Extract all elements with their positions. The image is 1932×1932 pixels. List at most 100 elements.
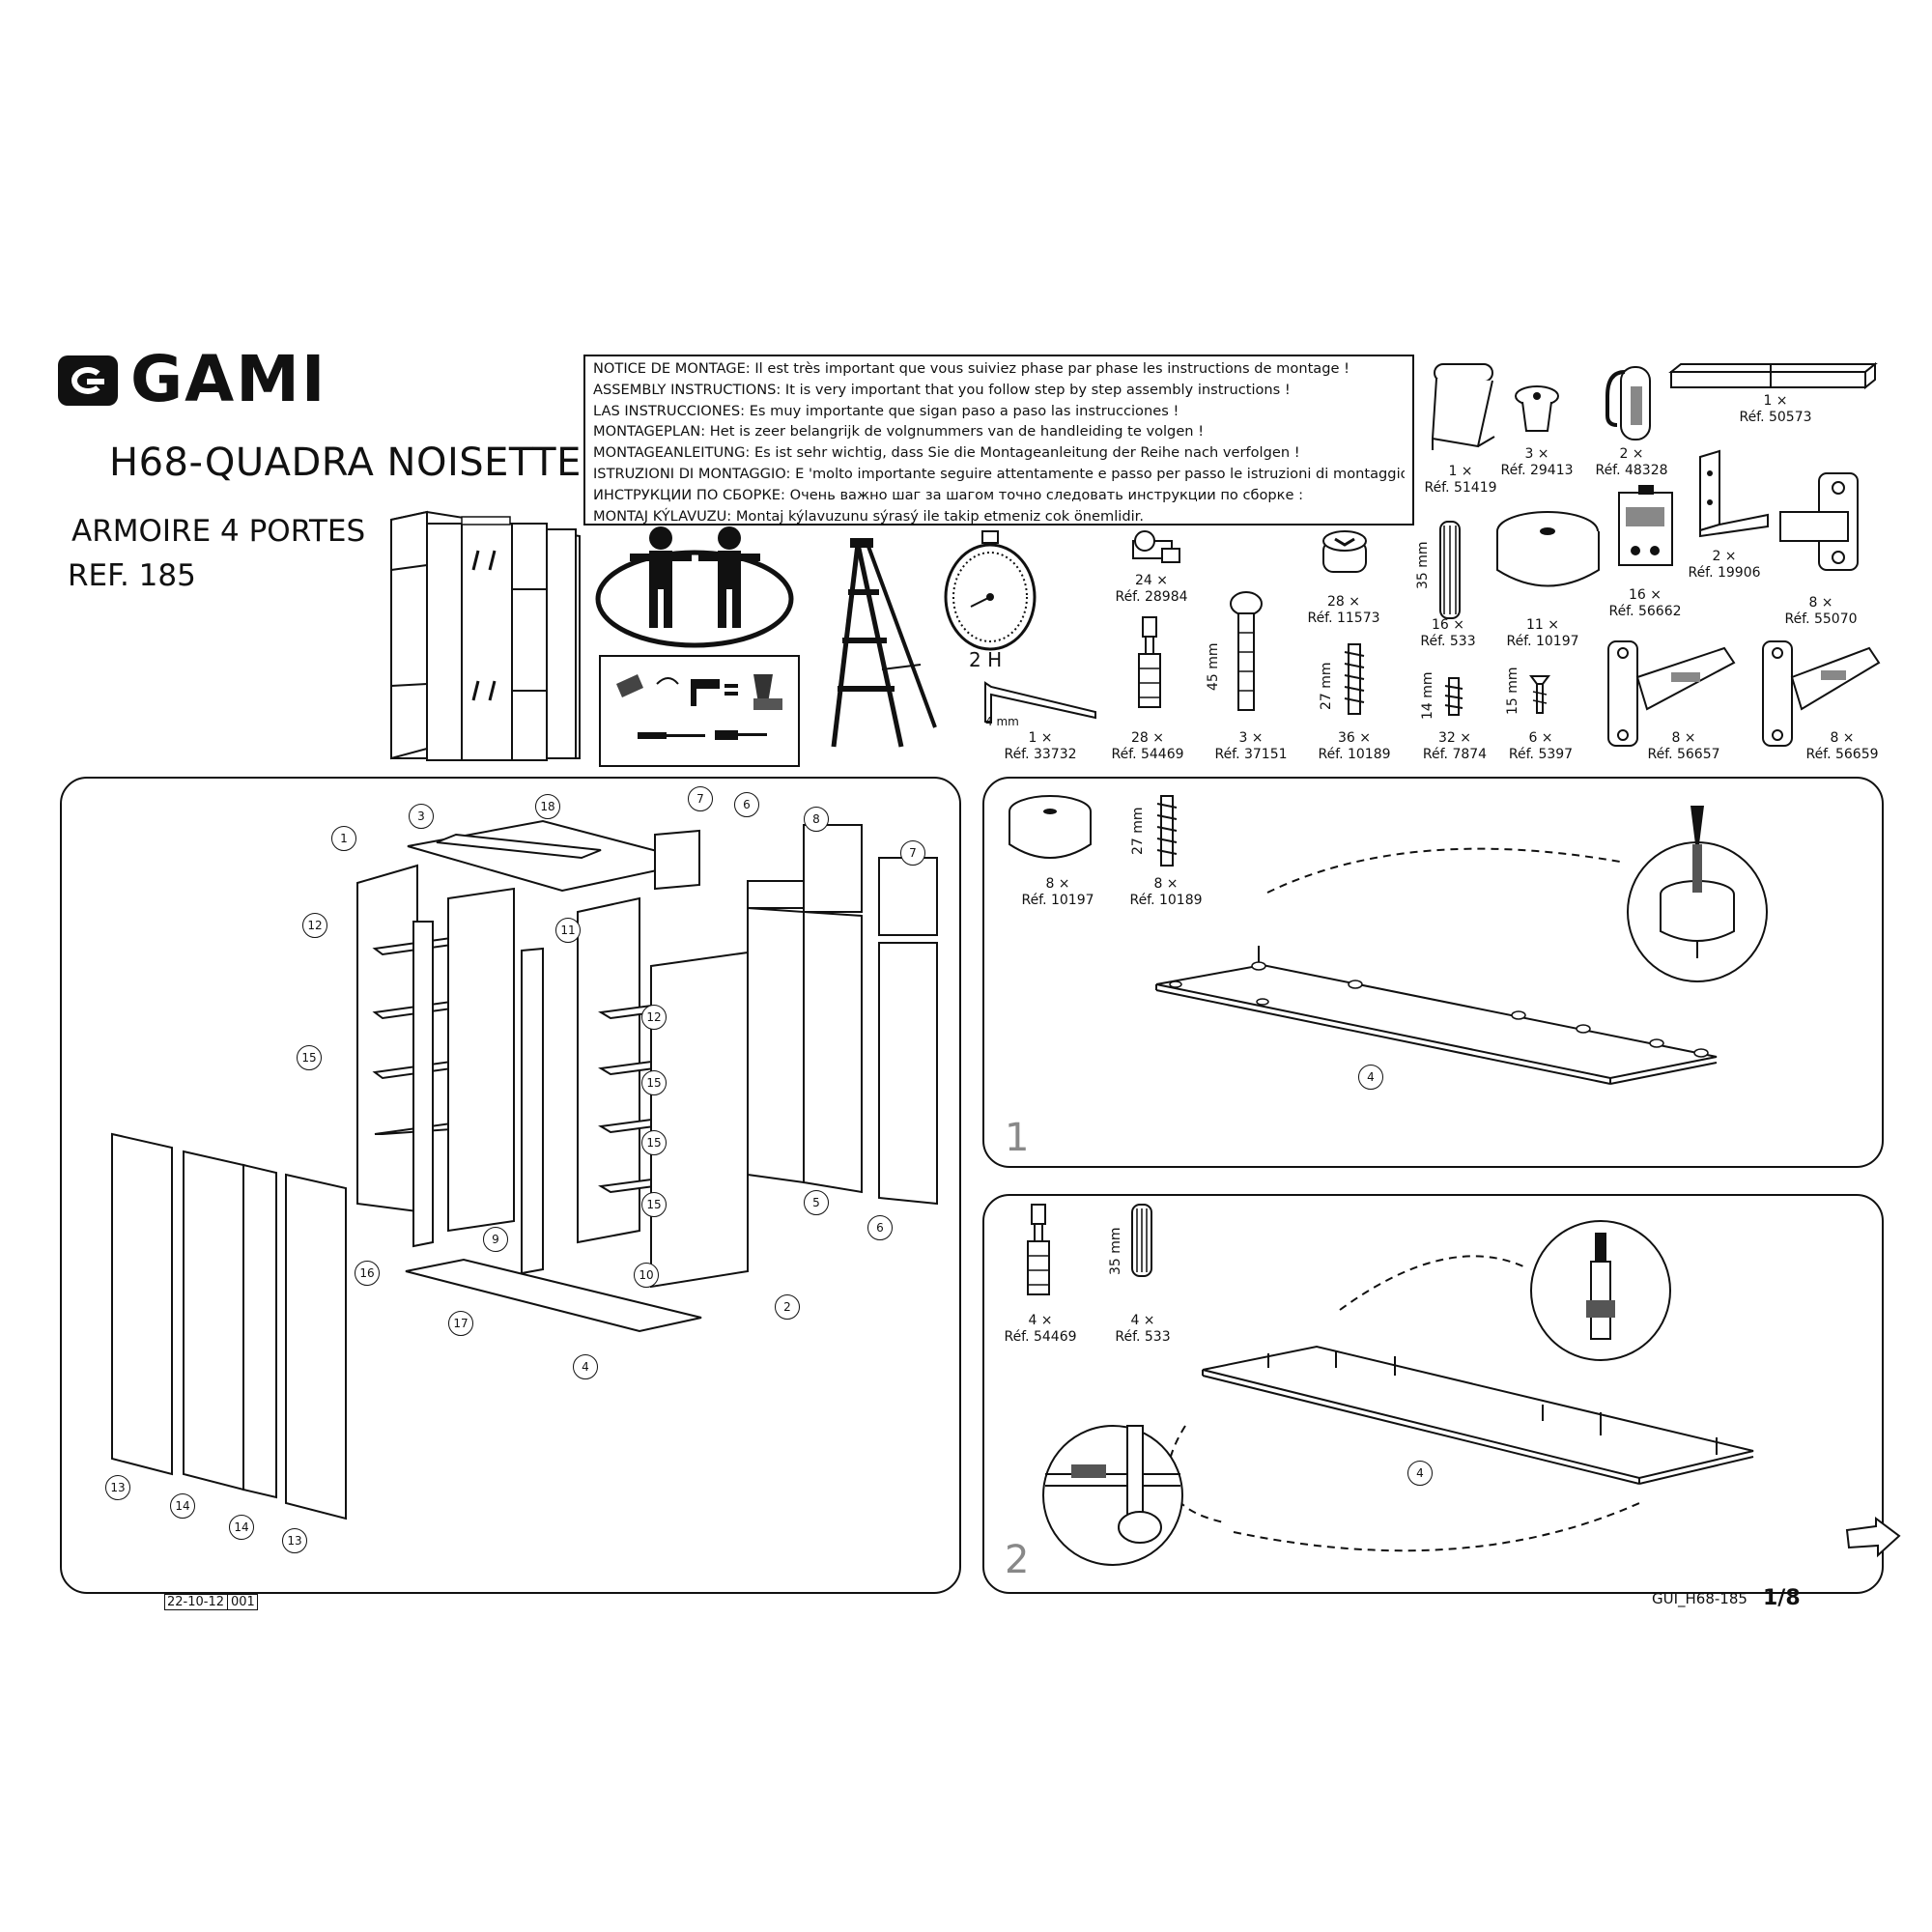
- dowel-533-icon: [1439, 521, 1461, 619]
- step-2-panel: [982, 1194, 1884, 1594]
- allen-key-icon: [984, 681, 1096, 723]
- footer-page-number: 1/8: [1763, 1586, 1801, 1610]
- hw-33732: 1 ×Réf. 33732: [1004, 730, 1077, 762]
- callout-12a: 12: [302, 913, 327, 938]
- hinge-base-56662-icon: [1618, 485, 1673, 566]
- rail-50573-icon: [1668, 361, 1878, 390]
- hw-5397-size: 15 mm: [1505, 667, 1520, 715]
- callout-4: 4: [573, 1354, 598, 1379]
- assembly-time: 2 H: [969, 648, 1003, 671]
- wardrobe-thumbnail-illustration: [390, 510, 581, 761]
- hw-48328: 2 ×Réf. 48328: [1595, 446, 1668, 478]
- hw-37151-size: 45 mm: [1206, 642, 1221, 691]
- callout-11: 11: [555, 918, 581, 943]
- assembly-notice: NOTICE DE MONTAGE: Il est très important…: [583, 355, 1414, 526]
- screw-37151-icon: [1230, 591, 1263, 711]
- hw-533-size: 35 mm: [1415, 541, 1431, 589]
- hw-29413: 3 ×Réf. 29413: [1500, 446, 1574, 478]
- hook-48328-icon: [1605, 366, 1651, 440]
- callout-12b: 12: [641, 1005, 667, 1030]
- callout-15b: 15: [641, 1070, 667, 1095]
- callout-3: 3: [409, 804, 434, 829]
- notice-line-de: MONTAGEANLEITUNG: Es ist sehr wichtig, d…: [593, 444, 1300, 462]
- hw-19906: 2 ×Réf. 19906: [1688, 549, 1761, 581]
- callout-7a: 7: [688, 786, 713, 811]
- foot-10197-icon: [1009, 795, 1092, 859]
- bolt-54469-icon: [1138, 616, 1161, 708]
- notice-line-ru: ИНСТРУКЦИИ ПО СБОРКЕ: Очень важно шаг за…: [593, 486, 1304, 503]
- hw-56662: 16 ×Réf. 56662: [1608, 587, 1682, 619]
- callout-7b: 7: [900, 840, 925, 866]
- tools-required-icon: [599, 655, 800, 767]
- cap-29413-icon: [1515, 385, 1559, 432]
- callout-17: 17: [448, 1311, 473, 1336]
- callout-15c: 15: [641, 1130, 667, 1155]
- step-1-number: 1: [1005, 1116, 1030, 1160]
- callout-16: 16: [355, 1261, 380, 1286]
- hw-7874-size: 14 mm: [1420, 671, 1435, 720]
- bottom-panel-step1: [1155, 806, 1768, 1085]
- callout-15a: 15: [297, 1045, 322, 1070]
- hw-50573: 1 ×Réf. 50573: [1739, 393, 1812, 425]
- callout-9: 9: [483, 1227, 508, 1252]
- notice-line-tr: MONTAJ KÝLAVUZU: Montaj kýlavuzunu sýras…: [593, 507, 1144, 525]
- exploded-view-panel: [60, 777, 961, 1594]
- stopwatch-icon: [944, 530, 1037, 651]
- bolt-54469-icon: [1027, 1204, 1050, 1295]
- dowel-533-icon: [1131, 1204, 1152, 1277]
- hw-10189: 36 ×Réf. 10189: [1318, 730, 1391, 762]
- callout-15d: 15: [641, 1192, 667, 1217]
- callout-8: 8: [804, 807, 829, 832]
- callout-1: 1: [331, 826, 356, 851]
- wardrobe-exploded-drawing: [111, 819, 938, 1520]
- callout-14a: 14: [170, 1493, 195, 1519]
- notice-line-it: ISTRUZIONI DI MONTAGGIO: E 'molto import…: [593, 465, 1405, 482]
- notice-line-es: LAS INSTRUCCIONES: Es muy importante que…: [593, 402, 1179, 419]
- step-2-number: 2: [1005, 1538, 1030, 1582]
- gami-logo-icon: [58, 355, 118, 406]
- step2-part-533: 4 ×Réf. 533: [1115, 1313, 1171, 1345]
- screw-10189-icon: [1156, 795, 1178, 867]
- notice-line-fr: NOTICE DE MONTAGE: Il est très important…: [593, 360, 1350, 377]
- angle-bracket-19906-icon: [1699, 449, 1769, 538]
- cam-lock-11573-icon: [1322, 530, 1367, 573]
- footer-doc-code: GUI_H68-185: [1652, 1590, 1747, 1607]
- hw-10189-size: 27 mm: [1319, 662, 1334, 710]
- foot-10197-icon: [1496, 511, 1600, 587]
- notice-line-en: ASSEMBLY INSTRUCTIONS: It is very import…: [593, 381, 1291, 398]
- screw-10189-icon: [1344, 643, 1365, 715]
- hw-533: 16 ×Réf. 533: [1420, 617, 1476, 649]
- hw-56657: 8 ×Réf. 56657: [1647, 730, 1720, 762]
- allen-key-size: 4 mm: [985, 715, 1019, 728]
- hw-55070: 8 ×Réf. 55070: [1784, 595, 1858, 627]
- callout-10: 10: [634, 1263, 659, 1288]
- callout-14b: 14: [229, 1515, 254, 1540]
- callout-6a: 6: [734, 792, 759, 817]
- step1-part-10189: 8 ×Réf. 10189: [1129, 876, 1203, 908]
- callout-5: 5: [804, 1190, 829, 1215]
- step-1-panel: [982, 777, 1884, 1168]
- ladder-icon: [831, 538, 937, 748]
- product-reference: REF. 185: [68, 558, 196, 593]
- brand-name: GAMI: [130, 342, 327, 416]
- product-name: ARMOIRE 4 PORTES: [71, 514, 366, 549]
- callout-13a: 13: [105, 1475, 130, 1500]
- model-title: H68-QUADRA NOISETTE: [109, 440, 582, 485]
- connector-28984-icon: [1132, 530, 1180, 563]
- hw-56659: 8 ×Réf. 56659: [1805, 730, 1879, 762]
- hw-5397: 6 ×Réf. 5397: [1508, 730, 1574, 762]
- callout-6b: 6: [867, 1215, 893, 1240]
- hinge-56657-icon: [1607, 640, 1736, 747]
- callout-18: 18: [535, 794, 560, 819]
- step2-panel-label: 4: [1407, 1461, 1433, 1486]
- bracket-51419-icon: [1431, 363, 1495, 450]
- callout-2: 2: [775, 1294, 800, 1320]
- hw-54469: 28 ×Réf. 54469: [1111, 730, 1184, 762]
- screw-5397-icon: [1529, 675, 1550, 714]
- screw-7874-icon: [1444, 677, 1463, 716]
- hw-7874: 32 ×Réf. 7874: [1422, 730, 1488, 762]
- step1-part-10197: 8 ×Réf. 10197: [1021, 876, 1094, 908]
- footer-date: 22-10-12: [167, 1595, 225, 1609]
- bottom-panel-step2: [1042, 1220, 1754, 1566]
